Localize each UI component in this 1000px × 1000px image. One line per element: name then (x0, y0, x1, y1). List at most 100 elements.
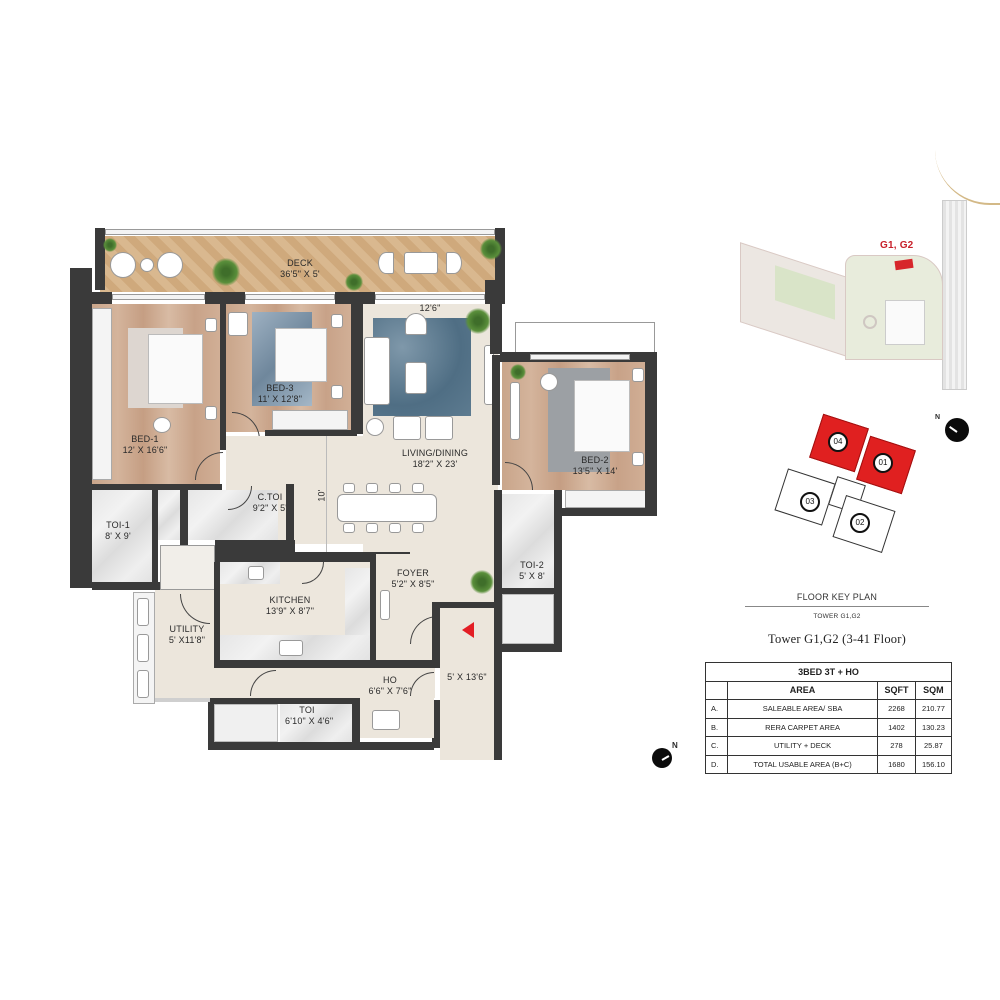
nightstand-icon (205, 406, 217, 420)
wall-ctoi-right (286, 484, 294, 564)
bed-icon (275, 328, 327, 382)
site-plan: G1, G2 (735, 200, 975, 390)
sink-icon (248, 566, 264, 580)
deck-chair-icon (378, 252, 394, 274)
key-plan-title: FLOOR KEY PLAN (796, 592, 878, 602)
utility-label: UTILITY 5' X11'8" (168, 624, 206, 645)
plant-icon (345, 273, 363, 291)
area-table-header-row: AREA SQFT SQM (705, 680, 953, 700)
key-unit-02-badge[interactable]: 02 (850, 513, 870, 533)
row-sqft: 1680 (877, 754, 916, 774)
table-row: B. RERA CARPET AREA 1402 130.23 (705, 717, 953, 737)
area-table: 3BED 3T + HO AREA SQFT SQM A. SALEABLE A… (705, 662, 953, 774)
wall-toi-right (352, 698, 360, 746)
row-sqft: 2268 (877, 699, 916, 719)
window-bed3 (245, 294, 335, 300)
key-unit-01-badge[interactable]: 01 (873, 453, 893, 473)
row-sqm: 130.23 (914, 717, 953, 737)
deck-railing (105, 229, 495, 235)
wall-ctoi-bottom (215, 540, 295, 564)
nightstand-icon (205, 318, 217, 332)
key-plan: 04 01 03 02 N (760, 400, 1000, 560)
side-table-icon (366, 418, 384, 436)
site-clubhouse (885, 300, 925, 345)
entry-marker-icon (462, 622, 474, 638)
utility-panel-icon (137, 670, 149, 698)
room-toi-1 (92, 490, 152, 582)
key-unit-03-badge[interactable]: 03 (800, 492, 820, 512)
key-plan-north-label: N (935, 414, 941, 421)
outer-wall-left (70, 268, 92, 588)
row-index: C. (705, 736, 728, 756)
room-toi-2-shaft (502, 594, 554, 644)
header-sqm: SQM (914, 680, 953, 700)
window-bed-2 (530, 354, 630, 360)
desk-icon (228, 312, 248, 336)
wall-bed2-right (645, 352, 657, 514)
row-sqft: 1402 (877, 717, 916, 737)
wall-kitchen-foyer (370, 562, 376, 660)
lounge-chair-icon (157, 252, 183, 278)
wall-toi2-right (554, 490, 562, 590)
deck-wall-right (495, 228, 505, 290)
row-index: A. (705, 699, 728, 719)
wall-top-mid (205, 292, 245, 304)
bed-2-outline (515, 322, 655, 357)
side-table-icon (140, 258, 154, 272)
utility-panel-icon (137, 598, 149, 626)
header-sqft: SQFT (877, 680, 916, 700)
wall-toi-top (214, 698, 359, 704)
wall-bed2-bottom (560, 508, 657, 516)
plant-icon (212, 258, 240, 286)
tower-heading: Tower G1,G2 (3-41 Floor) (768, 632, 906, 646)
living-dining-label: LIVING/DINING 18'2" X 23' (401, 448, 469, 469)
console-icon (380, 590, 390, 620)
wardrobe-bed-2 (565, 490, 647, 508)
north-compass-icon (652, 748, 672, 768)
site-road (942, 200, 967, 390)
table-row: D. TOTAL USABLE AREA (B+C) 1680 156.10 (705, 754, 953, 774)
wall-passage-left (432, 602, 440, 668)
key-unit-04-badge[interactable]: 04 (828, 432, 848, 452)
sofa-icon (364, 337, 390, 405)
wardrobe-bed-1 (92, 308, 112, 480)
table-row: A. SALEABLE AREA/ SBA 2268 210.77 (705, 699, 953, 719)
bed-2-label: BED-2 13'5" X 14' (572, 455, 618, 476)
dining-chair-icon (366, 523, 378, 533)
armchair-icon (405, 313, 427, 335)
wall-shaft-bottom (494, 644, 562, 652)
nightstand-icon (632, 368, 644, 382)
kitchen-label: KITCHEN 13'9" X 8'7" (265, 595, 315, 616)
armchair-icon (153, 417, 171, 433)
dining-table-icon (337, 494, 437, 522)
row-sqm: 25.87 (914, 736, 953, 756)
living-width-dim: 12'6" (419, 303, 441, 313)
plant-icon (470, 570, 494, 594)
nightstand-icon (331, 314, 343, 328)
wall-kitchen-bottom (214, 660, 440, 668)
passage-label: 5' X 13'6" (447, 672, 487, 682)
deck-label: DECK 36'5" X 5' (280, 258, 320, 279)
room-ho-corridor (155, 668, 435, 698)
wall-toi2-bottom (502, 588, 562, 594)
nightstand-icon (331, 385, 343, 399)
toi-label: TOI 6'10" X 4'6" (285, 705, 334, 726)
wall-toi2-left (494, 490, 502, 610)
decorative-gold-arc (935, 150, 1000, 205)
room-toi-2 (502, 494, 554, 588)
deck-chair-icon (446, 252, 462, 274)
bed-1-label: BED-1 12' X 16'6" (122, 434, 168, 455)
wall-passage-left-lower (432, 700, 440, 748)
utility-panel-icon (137, 634, 149, 662)
room-store (160, 545, 215, 590)
row-area: UTILITY + DECK (726, 736, 879, 756)
room-toi-1-shower (158, 490, 180, 540)
row-area: TOTAL USABLE AREA (B+C) (726, 754, 879, 774)
row-index: D. (705, 754, 728, 774)
toi-1-label: TOI-1 8' X 9' (105, 520, 131, 541)
header-area: AREA (726, 680, 879, 700)
dining-chair-icon (412, 523, 424, 533)
wall-bed1-bed3 (220, 304, 226, 450)
c-toi-label: C.TOI 9'2" X 5' (252, 492, 288, 513)
key-plan-divider (745, 606, 929, 607)
